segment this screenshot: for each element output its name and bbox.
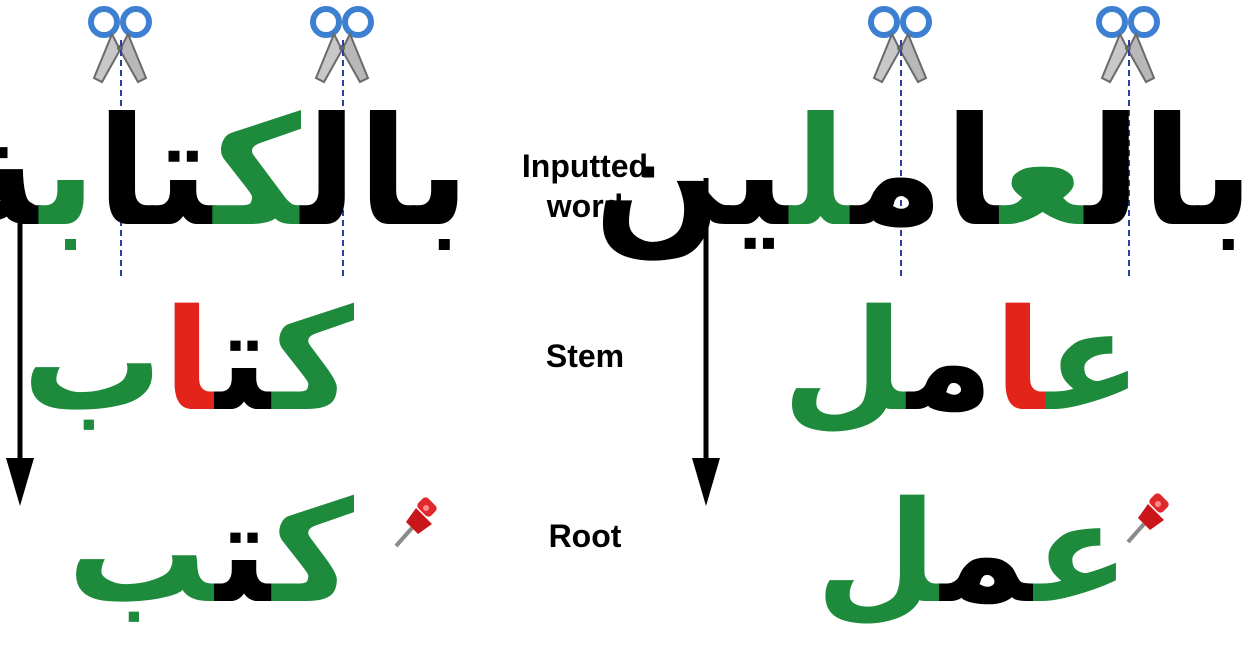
right-input-word: بالعاملين — [594, 98, 1254, 248]
affix-segment: م — [907, 280, 994, 443]
root-letter-segment: ك — [272, 280, 354, 443]
affix-segment: ة — [0, 86, 40, 260]
affix-segment: م — [940, 472, 1035, 635]
left-root-word: كتب — [67, 484, 354, 624]
scissors-icon — [310, 6, 374, 84]
right-stem-word: عامل — [782, 292, 1142, 432]
cut-line — [1128, 40, 1130, 276]
root-letter-segment: ع — [1034, 472, 1130, 635]
affix-segment: ت — [215, 280, 273, 443]
root-letter-segment: ل — [789, 86, 852, 260]
root-letter-segment: ب — [39, 86, 97, 260]
root-letter-segment: ب — [67, 472, 216, 635]
root-label: Root — [548, 518, 622, 554]
inputted-word-label: Inputted word — [521, 148, 649, 224]
down-arrow-icon — [692, 178, 720, 506]
down-arrow-icon — [6, 178, 34, 506]
root-letter-segment: ك — [272, 472, 354, 635]
pushpin-icon — [1126, 493, 1169, 544]
affix-segment: تا — [96, 86, 214, 260]
cut-line — [342, 40, 344, 276]
root-letter-segment: ع — [1046, 280, 1142, 443]
scissors-icon — [88, 6, 152, 84]
right-root-word: عمل — [816, 484, 1130, 624]
inserted-vowel-segment: ا — [162, 280, 216, 443]
root-letter-segment: ب — [22, 280, 163, 443]
root-letter-segment: ل — [782, 280, 908, 443]
left-stem-word: كتاب — [22, 292, 354, 432]
pushpin-icon — [394, 497, 437, 548]
affix-segment: ين — [593, 86, 790, 260]
root-letter-segment: ل — [815, 472, 941, 635]
root-letter-segment: ك — [213, 86, 302, 260]
root-letter-segment: ع — [1000, 86, 1086, 260]
inserted-vowel-segment: ا — [993, 280, 1047, 443]
affix-segment: ت — [215, 472, 273, 635]
scissors-icon — [868, 6, 932, 84]
scissors-icon — [1096, 6, 1160, 84]
affix-segment: بال — [301, 86, 470, 260]
affix-segment: ام — [851, 86, 1001, 260]
stem-label: Stem — [545, 338, 625, 374]
cut-line — [120, 40, 122, 276]
cut-line — [900, 40, 902, 276]
left-input-word: بالكتابة — [0, 98, 470, 248]
affix-segment: بال — [1085, 86, 1254, 260]
